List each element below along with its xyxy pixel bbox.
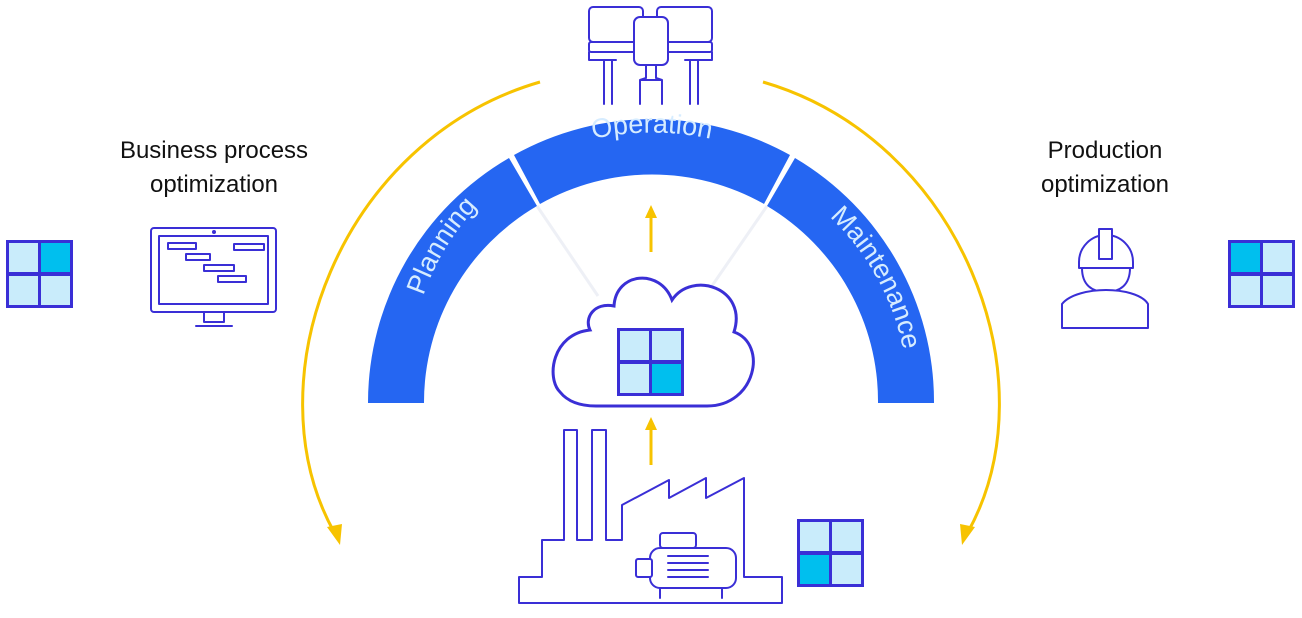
right-caption-line1: Production [1048, 137, 1163, 164]
arc-segment-operation [514, 119, 790, 204]
left-caption-line1: Business process [120, 137, 308, 164]
app-grid-icon [797, 519, 864, 587]
up-arrow-top [645, 205, 657, 252]
app-grid-icon [1228, 240, 1295, 308]
right-cycle-arrow [762, 80, 1001, 545]
left-caption-line2: optimization [150, 171, 278, 198]
lifecycle-arc [367, 119, 935, 403]
arc-segment-planning [367, 158, 537, 403]
worker-hardhat-icon [1061, 228, 1149, 329]
left-cycle-arrow [301, 80, 541, 545]
app-grid-icon [617, 328, 684, 396]
arc-segment-maintenance [767, 158, 935, 403]
factory-motor-icon [518, 429, 783, 604]
right-caption-line2: optimization [1041, 171, 1169, 198]
conveyor-robot-icon [588, 6, 713, 105]
gantt-monitor-icon [150, 227, 277, 327]
app-grid-icon [6, 240, 73, 308]
up-arrow-bottom [645, 417, 657, 465]
